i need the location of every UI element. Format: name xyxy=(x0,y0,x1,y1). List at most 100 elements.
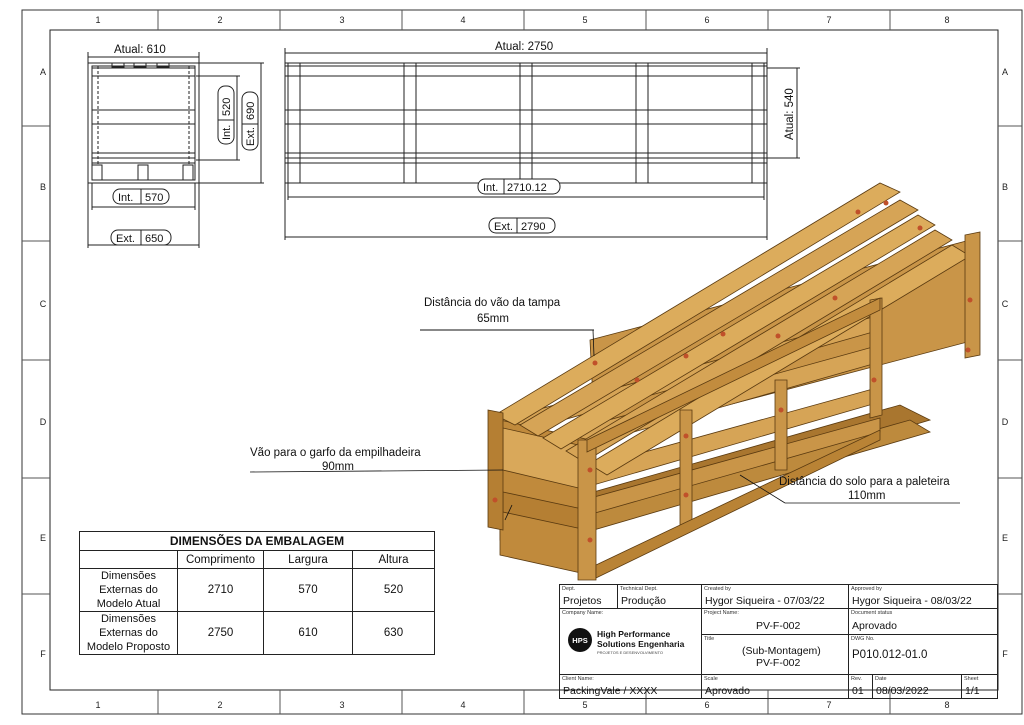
approved-value: Hygor Siqueira - 08/03/22 xyxy=(852,595,972,607)
approved-caption: Approved by xyxy=(851,586,882,592)
dept-caption: Dept. xyxy=(562,586,576,592)
client-value: PackingVale / XXXX xyxy=(563,685,658,697)
column-label: 5 xyxy=(582,700,587,710)
front-ext-width-value: 650 xyxy=(145,233,163,245)
rev-value: 01 xyxy=(852,685,864,697)
table-title: DIMENSÕES DA EMBALAGEM xyxy=(79,531,435,551)
title-caption: Title xyxy=(704,636,715,642)
row-label: A xyxy=(1002,67,1008,77)
tech-dept-value: Produção xyxy=(621,595,666,607)
front-view xyxy=(87,52,264,248)
project-value: PV-F-002 xyxy=(756,620,801,632)
front-int-height-value: 520 xyxy=(221,98,233,116)
status-cell: Document status Aprovado xyxy=(848,608,998,635)
status-value: Aprovado xyxy=(852,620,897,632)
annotation-ground: Distância do solo para a paleteira xyxy=(779,476,950,488)
row-label: C xyxy=(40,299,47,309)
row-label: E xyxy=(40,533,46,543)
company-caption: Company Name: xyxy=(562,610,604,616)
row-label: B xyxy=(1002,182,1008,192)
side-int-length-label: Int. xyxy=(483,182,498,194)
cell-height-current: 520 xyxy=(352,568,435,612)
dwg-cell: DWG No. P010.012-01.0 xyxy=(848,634,998,675)
created-value: Hygor Siqueira - 07/03/22 xyxy=(705,595,825,607)
table-header-empty xyxy=(79,550,178,569)
logo-text: HPS xyxy=(572,635,588,645)
approved-cell: Approved by Hygor Siqueira - 08/03/22 xyxy=(848,584,998,609)
date-value: 08/03/2022 xyxy=(876,685,929,697)
column-label: 3 xyxy=(339,15,344,25)
dwg-value: P010.012-01.0 xyxy=(852,649,928,661)
column-label: 3 xyxy=(339,700,344,710)
column-label: 2 xyxy=(217,700,222,710)
front-int-height-label: Int. xyxy=(221,125,233,140)
rev-caption: Rev. xyxy=(851,676,862,682)
company-logo: HPS xyxy=(568,628,592,652)
dimensions-table: DIMENSÕES DA EMBALAGEM Comprimento Largu… xyxy=(79,531,435,655)
front-ext-height-value: 690 xyxy=(245,102,257,120)
cell-width-current: 570 xyxy=(263,568,353,612)
row-label: B xyxy=(40,182,46,192)
scale-value: Aprovado xyxy=(705,685,750,697)
company-tagline: PROJETOS E DESENVOLVIMENTO xyxy=(597,650,664,655)
column-label: 1 xyxy=(95,700,100,710)
table-row: Dimensões Externas do Modelo Atual 2710 … xyxy=(79,568,435,612)
title-line2: PV-F-002 xyxy=(756,657,801,669)
rev-cell: Rev. 01 xyxy=(848,674,873,699)
company-cell: Company Name: HPS High Performance Solut… xyxy=(559,608,702,675)
annotation-ground-value: 110mm xyxy=(848,490,886,502)
row-label-current: Dimensões Externas do Modelo Atual xyxy=(79,568,178,612)
row-label: E xyxy=(1002,533,1008,543)
column-label: 6 xyxy=(704,15,709,25)
title-block: Dept. Projetos Technical Dept. Produção … xyxy=(559,584,998,699)
column-label: 7 xyxy=(826,15,831,25)
scale-caption: Scale xyxy=(704,676,718,682)
title-line1: (Sub-Montagem) xyxy=(742,645,821,657)
client-caption: Client Name: xyxy=(562,676,594,682)
row-label: A xyxy=(40,67,46,77)
side-ext-length-label: Ext. xyxy=(494,221,513,233)
row-label: D xyxy=(1002,417,1009,427)
row-label: F xyxy=(1002,649,1008,659)
side-ext-length-value: 2790 xyxy=(521,221,545,233)
cell-length-current: 2710 xyxy=(177,568,264,612)
sheet-cell: Sheet 1/1 xyxy=(961,674,998,699)
row-label-proposed: Dimensões Externas do Modelo Proposto xyxy=(79,611,178,655)
tech-dept-caption: Technical Dept. xyxy=(620,586,658,592)
cell-length-proposed: 2750 xyxy=(177,611,264,655)
side-height-current: Atual: 540 xyxy=(784,88,796,140)
dwg-caption: DWG No. xyxy=(851,636,875,642)
column-label: 5 xyxy=(582,15,587,25)
row-label: D xyxy=(40,417,47,427)
dept-value: Projetos xyxy=(563,595,602,607)
front-int-width-value: 570 xyxy=(145,192,163,204)
column-label: 7 xyxy=(826,700,831,710)
dept-cell: Dept. Projetos xyxy=(559,584,618,609)
column-label: 1 xyxy=(95,15,100,25)
annotation-lid-gap-value: 65mm xyxy=(477,313,509,325)
sheet-caption: Sheet xyxy=(964,676,979,682)
column-label: 4 xyxy=(460,15,465,25)
front-width-current: Atual: 610 xyxy=(114,44,166,56)
status-caption: Document status xyxy=(851,610,893,616)
created-cell: Created by Hygor Siqueira - 07/03/22 xyxy=(701,584,849,609)
annotation-lid-gap: Distância do vão da tampa xyxy=(424,297,561,309)
column-label: 8 xyxy=(944,15,949,25)
company-name-line1: High Performance xyxy=(597,629,671,639)
created-caption: Created by xyxy=(704,586,731,592)
cell-width-proposed: 610 xyxy=(263,611,353,655)
side-length-current: Atual: 2750 xyxy=(495,41,553,53)
table-header-height: Altura xyxy=(352,550,435,569)
annotation-forklift: Vão para o garfo da empilhadeira xyxy=(250,447,421,459)
side-view xyxy=(284,48,800,240)
column-label: 6 xyxy=(704,700,709,710)
tech-dept-cell: Technical Dept. Produção xyxy=(617,584,702,609)
front-int-width-label: Int. xyxy=(118,192,133,204)
cell-height-proposed: 630 xyxy=(352,611,435,655)
row-label: F xyxy=(40,649,46,659)
column-label: 8 xyxy=(944,700,949,710)
column-label: 4 xyxy=(460,700,465,710)
front-ext-width-label: Ext. xyxy=(116,233,135,245)
date-cell: Date 08/03/2022 xyxy=(872,674,962,699)
